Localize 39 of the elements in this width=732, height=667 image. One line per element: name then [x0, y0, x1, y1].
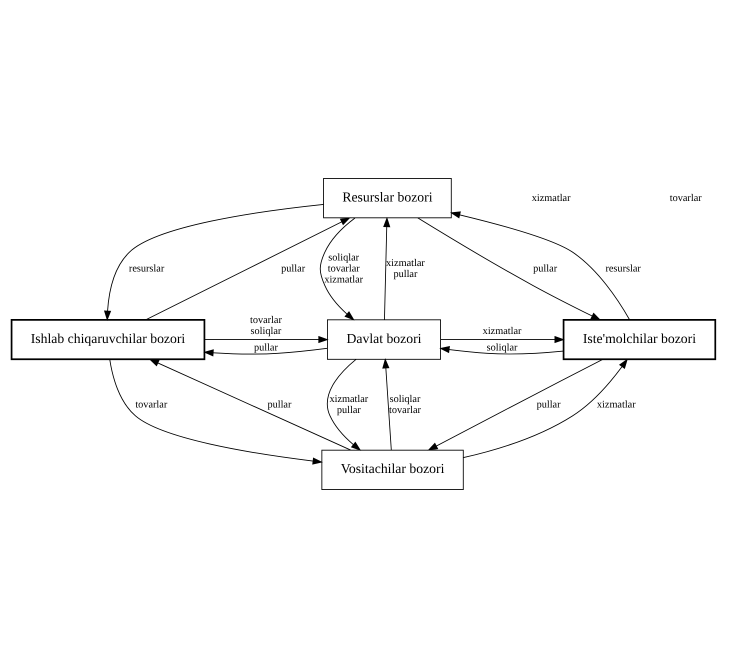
arrow [382, 358, 392, 450]
edge-label: tovarlar [135, 398, 168, 410]
edge-label: xizmatlar pullar [386, 257, 425, 280]
arrow [383, 216, 390, 320]
arrow [204, 335, 329, 343]
edge-label: pullar [536, 398, 561, 410]
arrow [320, 217, 356, 320]
node-box: Ishlab chiqaruvchilar bozori [10, 318, 206, 360]
arrow [203, 347, 328, 356]
arrow [145, 216, 351, 320]
node-box: Resurslar bozori [323, 178, 452, 218]
arrow [148, 358, 352, 450]
edge-label: xizmatlar [596, 398, 636, 410]
arrow [417, 216, 602, 320]
node-box: Iste'molchilar bozori [562, 318, 716, 360]
arrow [109, 358, 323, 464]
arrow [450, 210, 630, 320]
arrow [439, 346, 564, 354]
edge-label: pullar [281, 263, 306, 274]
arrow [463, 358, 628, 458]
edge-label: resurslar [128, 263, 164, 274]
edge-label: tovarlar soliqlar [250, 314, 282, 337]
label: tovarlar [670, 192, 702, 204]
label: xizmatlar [532, 192, 571, 204]
arrow [104, 204, 324, 320]
arrow [326, 358, 362, 450]
edge-label: pullar [254, 342, 278, 353]
edge-label: pullar [267, 398, 292, 410]
edge-label: xizmatlar pullar [329, 393, 368, 416]
edge-label: resurslar [605, 263, 641, 274]
arrow [440, 335, 565, 343]
edge-label: soliqlar tovarlar xizmatlar [324, 252, 364, 286]
edge-label: soliqlar [486, 342, 518, 353]
edge-label: pullar [533, 263, 558, 274]
node-box: Davlat bozori [327, 318, 441, 360]
edge-label: soliqlar tovarlar [389, 393, 421, 416]
arrow [428, 358, 604, 450]
edge-label: xizmatlar [482, 326, 522, 337]
node-box: Vositachilar bozori [321, 449, 464, 490]
